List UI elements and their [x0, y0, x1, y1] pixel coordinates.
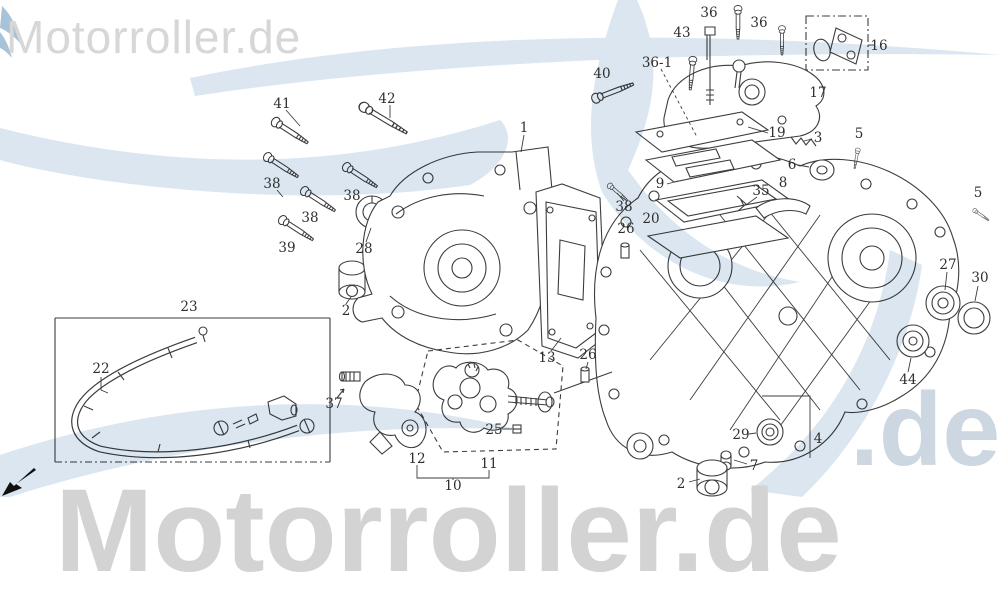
part-callout-26: 26 [617, 221, 635, 237]
part-callout-16: 16 [870, 38, 888, 54]
part-callout-30: 30 [971, 270, 989, 286]
part-callout-43: 43 [673, 25, 691, 41]
part-callout-28: 28 [355, 241, 373, 257]
part-callout-23: 23 [180, 299, 198, 315]
part-callout-26: 26 [579, 347, 597, 363]
part-callout-5: 5 [854, 126, 864, 142]
part-callout-37: 37 [325, 396, 343, 412]
part-callout-3: 3 [813, 130, 823, 146]
part-callout-27: 27 [939, 257, 957, 273]
part-callout-7: 7 [749, 458, 759, 474]
part-callout-25: 25 [485, 422, 503, 438]
part-callout-4: 4 [813, 431, 823, 447]
part-callout-36-1: 36-1 [641, 55, 673, 71]
part-callout-38: 38 [343, 188, 361, 204]
part-callout-9: 9 [655, 176, 665, 192]
part-callout-44: 44 [899, 372, 917, 388]
part-callout-42: 42 [378, 91, 396, 107]
part-callout-20: 20 [642, 211, 660, 227]
part-callout-41: 41 [273, 96, 291, 112]
part-callout-38: 38 [263, 176, 281, 192]
part-callout-19: 19 [768, 125, 786, 141]
part-callout-36: 36 [750, 15, 768, 31]
part-callout-5: 5 [973, 185, 983, 201]
part-callout-29: 29 [732, 427, 750, 443]
part-callout-10: 10 [444, 478, 462, 494]
part-callout-12: 12 [408, 451, 426, 467]
part-callout-40: 40 [593, 66, 611, 82]
part-callout-6: 6 [787, 157, 797, 173]
part-callout-1: 1 [519, 120, 529, 136]
part-callout-22: 22 [92, 361, 110, 377]
part-callout-2: 2 [676, 476, 686, 492]
part-callout-17: 17 [809, 85, 827, 101]
part-callout-35: 35 [752, 183, 770, 199]
part-callout-2: 2 [341, 303, 351, 319]
part-callout-38: 38 [615, 199, 633, 215]
part-callout-38: 38 [301, 210, 319, 226]
part-callout-36: 36 [700, 5, 718, 21]
part-callout-11: 11 [480, 456, 498, 472]
part-callout-13: 13 [538, 350, 556, 366]
part-callout-39: 39 [278, 240, 296, 256]
part-callout-8: 8 [778, 175, 788, 191]
